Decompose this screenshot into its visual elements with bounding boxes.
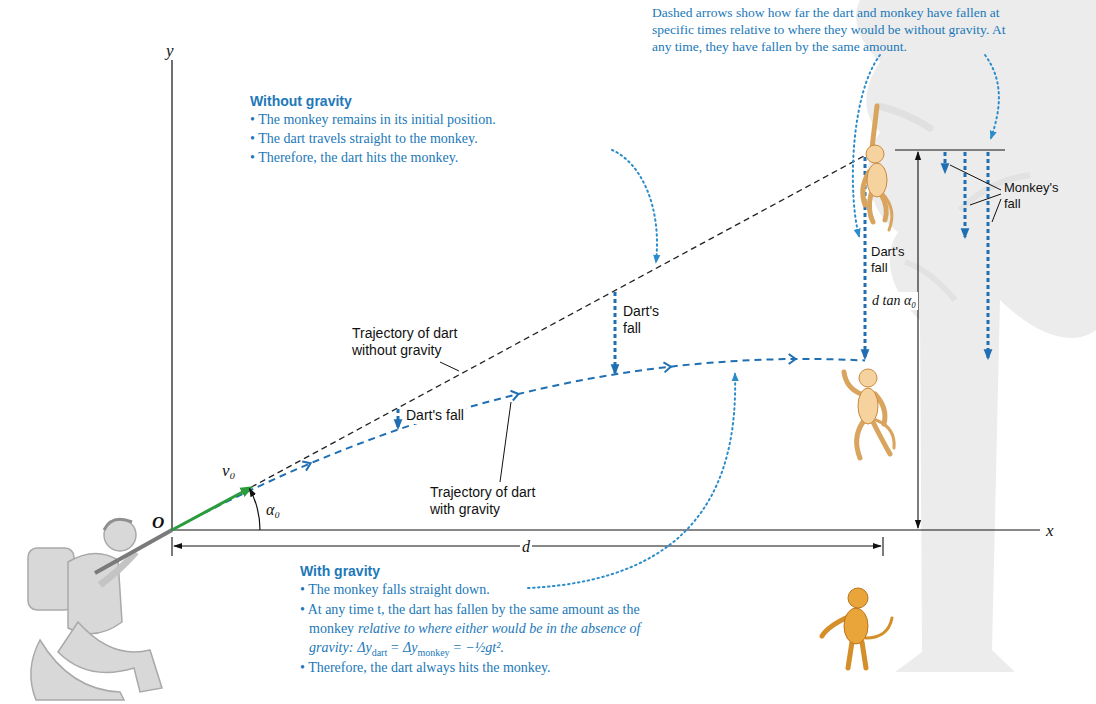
monkey-falling: [857, 422, 863, 458]
fall-arrows: [614, 292, 617, 373]
callout-label: Dart's fall: [871, 244, 915, 276]
callout-curves: [528, 374, 735, 588]
hunter-figure: [95, 530, 172, 573]
trajectory-chevron: [663, 362, 671, 373]
callout-curves: [528, 55, 999, 588]
hunter-figure: [104, 519, 136, 551]
monkey-standing: [848, 642, 852, 668]
trajectory-chevron: [789, 354, 796, 364]
trajectory-chevron: [302, 459, 312, 471]
tree: [856, 0, 1096, 672]
trajectory-chevrons: [302, 354, 796, 471]
axes: [172, 60, 1040, 530]
dimension-lines: [917, 152, 918, 528]
monkey-falling: [844, 369, 894, 458]
bullet-text: • Therefore, the dart hits the monkey.: [250, 149, 458, 167]
fall-arrows: [397, 409, 400, 428]
formula-part: = −½gt².: [452, 640, 503, 655]
fall-arrows: [964, 152, 967, 237]
monkey-standing: [866, 618, 892, 638]
vector-label: v₀: [222, 460, 235, 481]
bullet-block: • At any time t, the dart has fallen by …: [300, 600, 661, 662]
heading: With gravity: [300, 562, 380, 580]
bullet-text: • Therefore, the dart always hits the mo…: [300, 659, 551, 677]
bullet-text: • The monkey falls straight down.: [300, 581, 490, 599]
monkey-hanging: [863, 106, 892, 230]
monkey-falling: [858, 388, 878, 424]
angle-arc: [250, 489, 261, 531]
dimension-lines: [895, 149, 1005, 150]
hunter-figure: [28, 519, 172, 700]
fall-arrows: [398, 152, 988, 428]
monkey-hanging: [869, 194, 873, 222]
bullet-text: • The dart travels straight to the monke…: [250, 130, 478, 148]
callout-label: Monkey's fall: [1004, 180, 1066, 212]
leader-lines: [440, 165, 1001, 482]
dimension-label: d tan α₀: [870, 292, 918, 310]
axis-label: y: [166, 40, 174, 61]
monkey-standing: [844, 608, 868, 644]
axes: [172, 529, 1040, 530]
note-text: Dashed arrows show how far the dart and …: [652, 4, 1024, 55]
axes: [171, 60, 172, 530]
callout-curves: [985, 55, 999, 138]
dimension-lines: [172, 537, 883, 556]
leader-lines: [440, 362, 459, 371]
callout-label: Dart's fall: [623, 303, 675, 337]
monkey-standing: [848, 588, 868, 608]
leader-lines: [950, 165, 1001, 222]
monkey-standing: [862, 642, 866, 668]
axis-label: x: [1046, 520, 1054, 541]
hunter-figure: [104, 519, 132, 530]
trajectory-chevron: [511, 389, 520, 400]
tree: [856, 0, 1096, 672]
velocity-arrow: [172, 488, 250, 530]
fall-arrows: [944, 152, 947, 172]
formula-part: monkey: [417, 647, 449, 658]
parabolic-trajectory: [172, 359, 865, 530]
bullet-text: • The monkey remains in its initial posi…: [250, 111, 496, 129]
hunter-figure: [68, 553, 122, 633]
formula-part: dart: [372, 647, 388, 658]
monkey-hanging: [863, 106, 892, 230]
monkey-falling: [844, 372, 861, 394]
leader-lines: [500, 402, 511, 482]
hunter-figure: [31, 640, 124, 700]
monkey-hanging: [866, 145, 884, 163]
hunter-figure: [28, 548, 74, 610]
callout-label: Trajectory of dart without gravity: [352, 325, 482, 359]
dimension-label: d: [520, 537, 532, 557]
monkey-falling: [859, 369, 877, 387]
callout-label: Trajectory of dart with gravity: [430, 484, 557, 518]
callout-label: Dart's fall: [404, 406, 466, 424]
straight-trajectory: [172, 150, 875, 530]
dimension-lines: [172, 150, 1005, 556]
velocity-arrow: [172, 488, 250, 530]
monkey-hanging: [872, 106, 877, 148]
monkey-falling: [876, 420, 894, 448]
angle-label: α₀: [266, 500, 280, 520]
tree: [878, 106, 930, 128]
callout-curves: [612, 150, 657, 262]
monkey-standing: [822, 588, 892, 668]
origin-label: O: [152, 512, 164, 533]
formula-part: Δy: [357, 640, 371, 655]
formula-part: = Δy: [390, 640, 417, 655]
monkey-hanging: [883, 194, 892, 230]
heading: Without gravity: [250, 92, 352, 110]
monkey-hanging: [867, 163, 887, 197]
